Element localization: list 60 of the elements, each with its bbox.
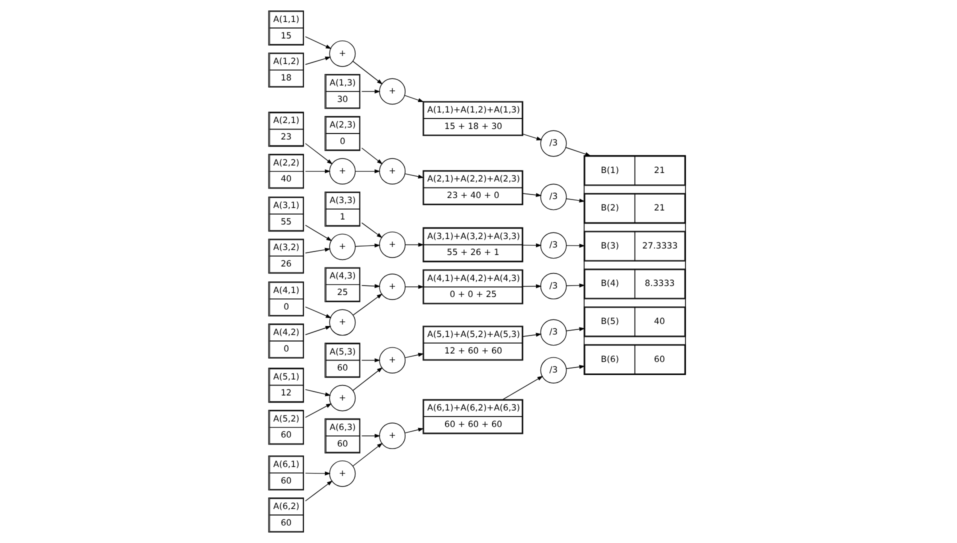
arrow	[566, 364, 585, 369]
node-circle: +	[378, 78, 406, 105]
node-circle: /3	[540, 232, 566, 259]
arrow	[304, 224, 332, 242]
node-circle: /3	[540, 319, 566, 346]
node-circle: /3	[540, 184, 566, 210]
arrow	[360, 358, 380, 362]
arrow	[304, 306, 332, 318]
arrow	[354, 244, 380, 248]
arrow	[404, 95, 424, 102]
node-circle: +	[328, 384, 356, 412]
node-circle: +	[328, 460, 356, 487]
arrow	[304, 480, 332, 502]
arrow	[304, 169, 330, 174]
arrow	[304, 471, 330, 476]
arrow	[522, 284, 542, 288]
arrow	[566, 198, 585, 203]
arrow	[404, 242, 424, 247]
node-circle: +	[328, 309, 356, 336]
arrow	[404, 173, 424, 178]
arrow	[304, 389, 330, 396]
arrow	[352, 60, 382, 84]
node-circle: +	[378, 347, 406, 374]
arrow	[404, 284, 424, 289]
arrow	[304, 56, 330, 65]
arrow	[404, 352, 424, 358]
arrow	[566, 244, 585, 248]
node-circle: +	[328, 158, 356, 184]
arrow	[352, 442, 382, 466]
arrow	[360, 284, 380, 288]
arrow	[354, 169, 380, 174]
arrow	[404, 428, 424, 434]
arrow	[522, 243, 542, 248]
arrow	[360, 89, 380, 94]
arrow	[522, 134, 542, 140]
node-circle: +	[328, 40, 356, 67]
arrow	[304, 326, 331, 336]
arrow	[565, 147, 590, 156]
node-circle: /3	[540, 272, 566, 300]
arrow	[352, 294, 382, 316]
arrow	[360, 434, 380, 438]
node-circle: +	[378, 232, 406, 258]
arrow	[360, 148, 382, 164]
arrow	[522, 193, 542, 197]
arrow	[566, 283, 585, 288]
node-circle: +	[378, 158, 406, 184]
arrow	[304, 403, 332, 418]
node-circle: /3	[540, 357, 566, 384]
arrow	[352, 367, 382, 391]
arrow	[304, 248, 330, 254]
arrow	[360, 222, 382, 238]
arrow	[522, 332, 542, 337]
arrow	[502, 376, 543, 400]
node-circle: +	[378, 422, 406, 450]
arrow	[566, 327, 585, 332]
node-circle: +	[328, 234, 356, 260]
node-circle: /3	[540, 130, 566, 157]
node-circle: +	[378, 274, 406, 300]
arrow	[304, 36, 331, 49]
arrow	[304, 143, 332, 164]
